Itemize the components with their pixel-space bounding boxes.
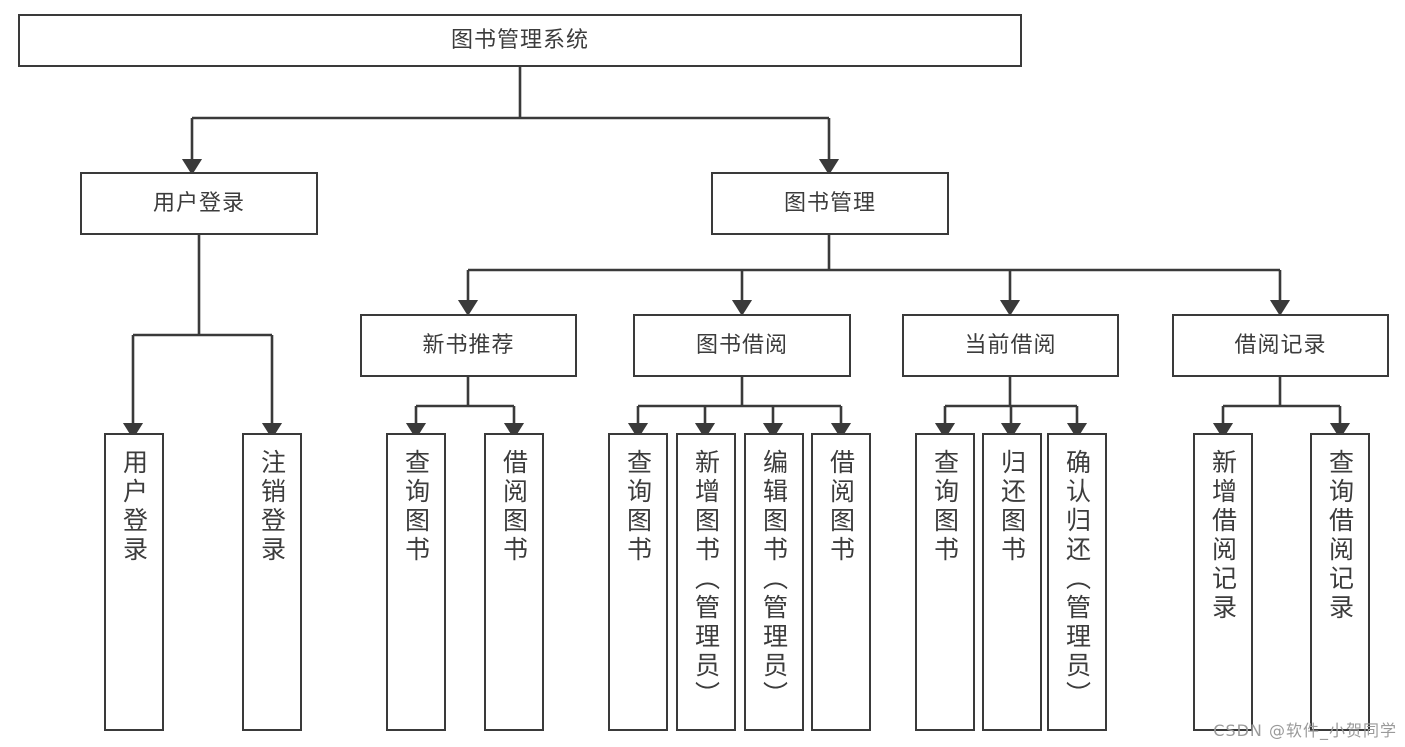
leaf-borrow-search-book[interactable]: 查询图书 [608,433,668,731]
node-borrow-record-label: 借阅记录 [1234,332,1327,358]
leaf-current-search-book[interactable]: 查询图书 [915,433,975,731]
node-current-borrow[interactable]: 当前借阅 [902,314,1119,377]
leaf-recommend-search-book[interactable]: 查询图书 [386,433,446,731]
leaf-user-login[interactable]: 用户登录 [104,433,164,731]
watermark: CSDN @软件_小贺同学 [1213,721,1397,740]
leaf-borrow-borrow-book-label: 借阅图书 [826,449,856,565]
leaf-logout[interactable]: 注销登录 [242,433,302,731]
node-new-book-recommend-label: 新书推荐 [422,332,515,358]
node-user-login-label: 用户登录 [152,190,245,216]
leaf-borrow-edit-book[interactable]: 编辑图书（管理员） [744,433,804,731]
node-book-borrow[interactable]: 图书借阅 [633,314,851,377]
leaf-current-confirm-return-label: 确认归还（管理员） [1062,449,1092,710]
leaf-borrow-borrow-book[interactable]: 借阅图书 [811,433,871,731]
leaf-recommend-borrow-book[interactable]: 借阅图书 [484,433,544,731]
leaf-recommend-search-book-label: 查询图书 [401,449,431,565]
leaf-logout-label: 注销登录 [257,449,287,565]
node-book-manage[interactable]: 图书管理 [711,172,949,235]
leaf-borrow-add-book[interactable]: 新增图书（管理员） [676,433,736,731]
node-new-book-recommend[interactable]: 新书推荐 [360,314,577,377]
node-borrow-record[interactable]: 借阅记录 [1172,314,1389,377]
leaf-current-return-book[interactable]: 归还图书 [982,433,1042,731]
leaf-record-search-label: 查询借阅记录 [1325,449,1355,623]
leaf-borrow-edit-book-label: 编辑图书（管理员） [759,449,789,710]
leaf-user-login-label: 用户登录 [119,449,149,565]
node-book-manage-label: 图书管理 [783,190,876,216]
node-root-label: 图书管理系统 [450,27,589,53]
leaf-record-add[interactable]: 新增借阅记录 [1193,433,1253,731]
leaf-borrow-search-book-label: 查询图书 [623,449,653,565]
leaf-current-confirm-return[interactable]: 确认归还（管理员） [1047,433,1107,731]
leaf-borrow-add-book-label: 新增图书（管理员） [691,449,721,710]
leaf-current-return-book-label: 归还图书 [997,449,1027,565]
leaf-recommend-borrow-book-label: 借阅图书 [499,449,529,565]
leaf-record-add-label: 新增借阅记录 [1208,449,1238,623]
leaf-current-search-book-label: 查询图书 [930,449,960,565]
leaf-record-search[interactable]: 查询借阅记录 [1310,433,1370,731]
node-current-borrow-label: 当前借阅 [964,332,1057,358]
node-root[interactable]: 图书管理系统 [18,14,1022,67]
node-user-login[interactable]: 用户登录 [80,172,318,235]
node-book-borrow-label: 图书借阅 [695,332,788,358]
